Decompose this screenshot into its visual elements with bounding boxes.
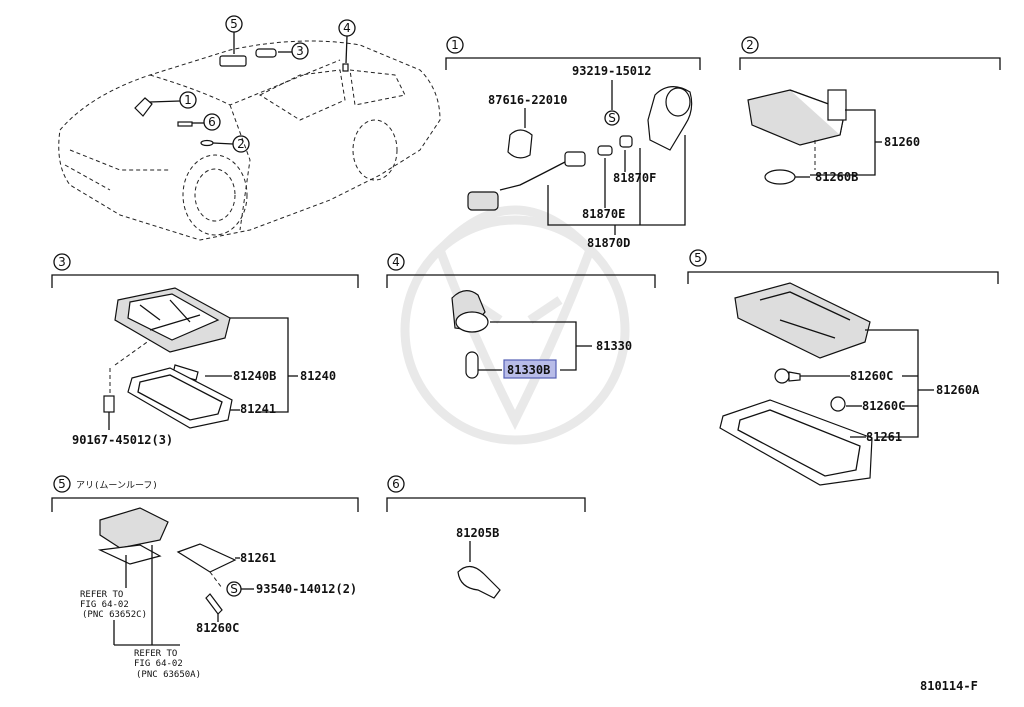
- label-81240: 81240: [300, 369, 336, 383]
- label-81261-moon: 81261: [240, 551, 276, 565]
- label-81330B[interactable]: 81330B: [507, 363, 550, 377]
- label-93219-15012: 93219-15012: [572, 64, 651, 78]
- label-81260A: 81260A: [936, 383, 980, 397]
- svg-text:S: S: [608, 111, 616, 125]
- car-callout-4: 4: [338, 19, 356, 64]
- svg-text:1: 1: [451, 38, 459, 52]
- label-81260C-b: 81260C: [862, 399, 905, 413]
- section-1: 1 93219-15012 87616-22010 S 81870F 81870…: [445, 36, 701, 250]
- svg-text:FIG 64-02: FIG 64-02: [134, 659, 183, 669]
- svg-text:(PNC 63650A): (PNC 63650A): [136, 670, 201, 680]
- svg-text:6: 6: [392, 477, 400, 491]
- label-81260B: 81260B: [815, 170, 858, 184]
- section-3: 3 90167-45012(3) 81240B 81240 81241: [51, 253, 359, 447]
- highlighted-part-box[interactable]: [503, 359, 557, 379]
- svg-text:6: 6: [208, 115, 216, 129]
- label-90167-45012: 90167-45012(3): [72, 433, 173, 447]
- svg-text:2: 2: [237, 137, 245, 151]
- figure-code: 810114-F: [920, 679, 978, 693]
- svg-text:REFER TO: REFER TO: [80, 590, 123, 600]
- label-81260C-moon: 81260C: [196, 621, 239, 635]
- svg-text:4: 4: [392, 255, 400, 269]
- car-callout-3: 3: [278, 42, 309, 60]
- label-81260: 81260: [884, 135, 920, 149]
- label-81240B: 81240B: [233, 369, 276, 383]
- watermark-crest: [400, 205, 630, 445]
- label-81330: 81330: [596, 339, 632, 353]
- label-81205B: 81205B: [456, 526, 499, 540]
- car-callout-2: 2: [212, 135, 250, 153]
- refer-note-1: REFER TO FIG 64-02 (PNC 63652C): [80, 590, 147, 620]
- label-81870E: 81870E: [582, 207, 625, 221]
- svg-text:1: 1: [184, 93, 192, 107]
- svg-text:5: 5: [694, 251, 702, 265]
- refer-note-2: REFER TO FIG 64-02 (PNC 63650A): [134, 649, 201, 680]
- section-5: 5 81260C 81260A 81260C 81261: [687, 249, 999, 486]
- section-5-moonroof: 5 アリ(ムーンルーフ) 81261 S 93540-14012(2) 8126…: [51, 475, 359, 680]
- svg-text:4: 4: [343, 21, 351, 35]
- car-callout-1: 1: [149, 91, 197, 109]
- label-81241: 81241: [240, 402, 276, 416]
- svg-text:REFER TO: REFER TO: [134, 649, 177, 659]
- label-81870D: 81870D: [587, 236, 630, 250]
- label-93540-14012: 93540-14012(2): [256, 582, 357, 596]
- label-87616-22010: 87616-22010: [488, 93, 567, 107]
- svg-text:3: 3: [296, 44, 304, 58]
- svg-text:5: 5: [58, 477, 66, 491]
- section-6: 6 81205B: [386, 475, 586, 599]
- svg-text:(PNC 63652C): (PNC 63652C): [82, 610, 147, 620]
- svg-text:5: 5: [230, 17, 238, 31]
- label-81260C-a: 81260C: [850, 369, 893, 383]
- label-81870F: 81870F: [613, 171, 656, 185]
- svg-text:2: 2: [746, 38, 754, 52]
- label-81261: 81261: [866, 430, 902, 444]
- car-overview: 5 3 4 1 6 2: [58, 15, 441, 241]
- car-callout-6: 6: [192, 113, 221, 131]
- svg-text:3: 3: [58, 255, 66, 269]
- section-5-moonroof-title: アリ(ムーンルーフ): [76, 480, 158, 491]
- svg-text:FIG 64-02: FIG 64-02: [80, 600, 129, 610]
- car-callout-5: 5: [225, 15, 243, 54]
- section-2: 2 81260 81260B: [739, 36, 1001, 185]
- svg-text:S: S: [230, 582, 238, 596]
- section-4: 4 81330 81330B: [386, 253, 656, 379]
